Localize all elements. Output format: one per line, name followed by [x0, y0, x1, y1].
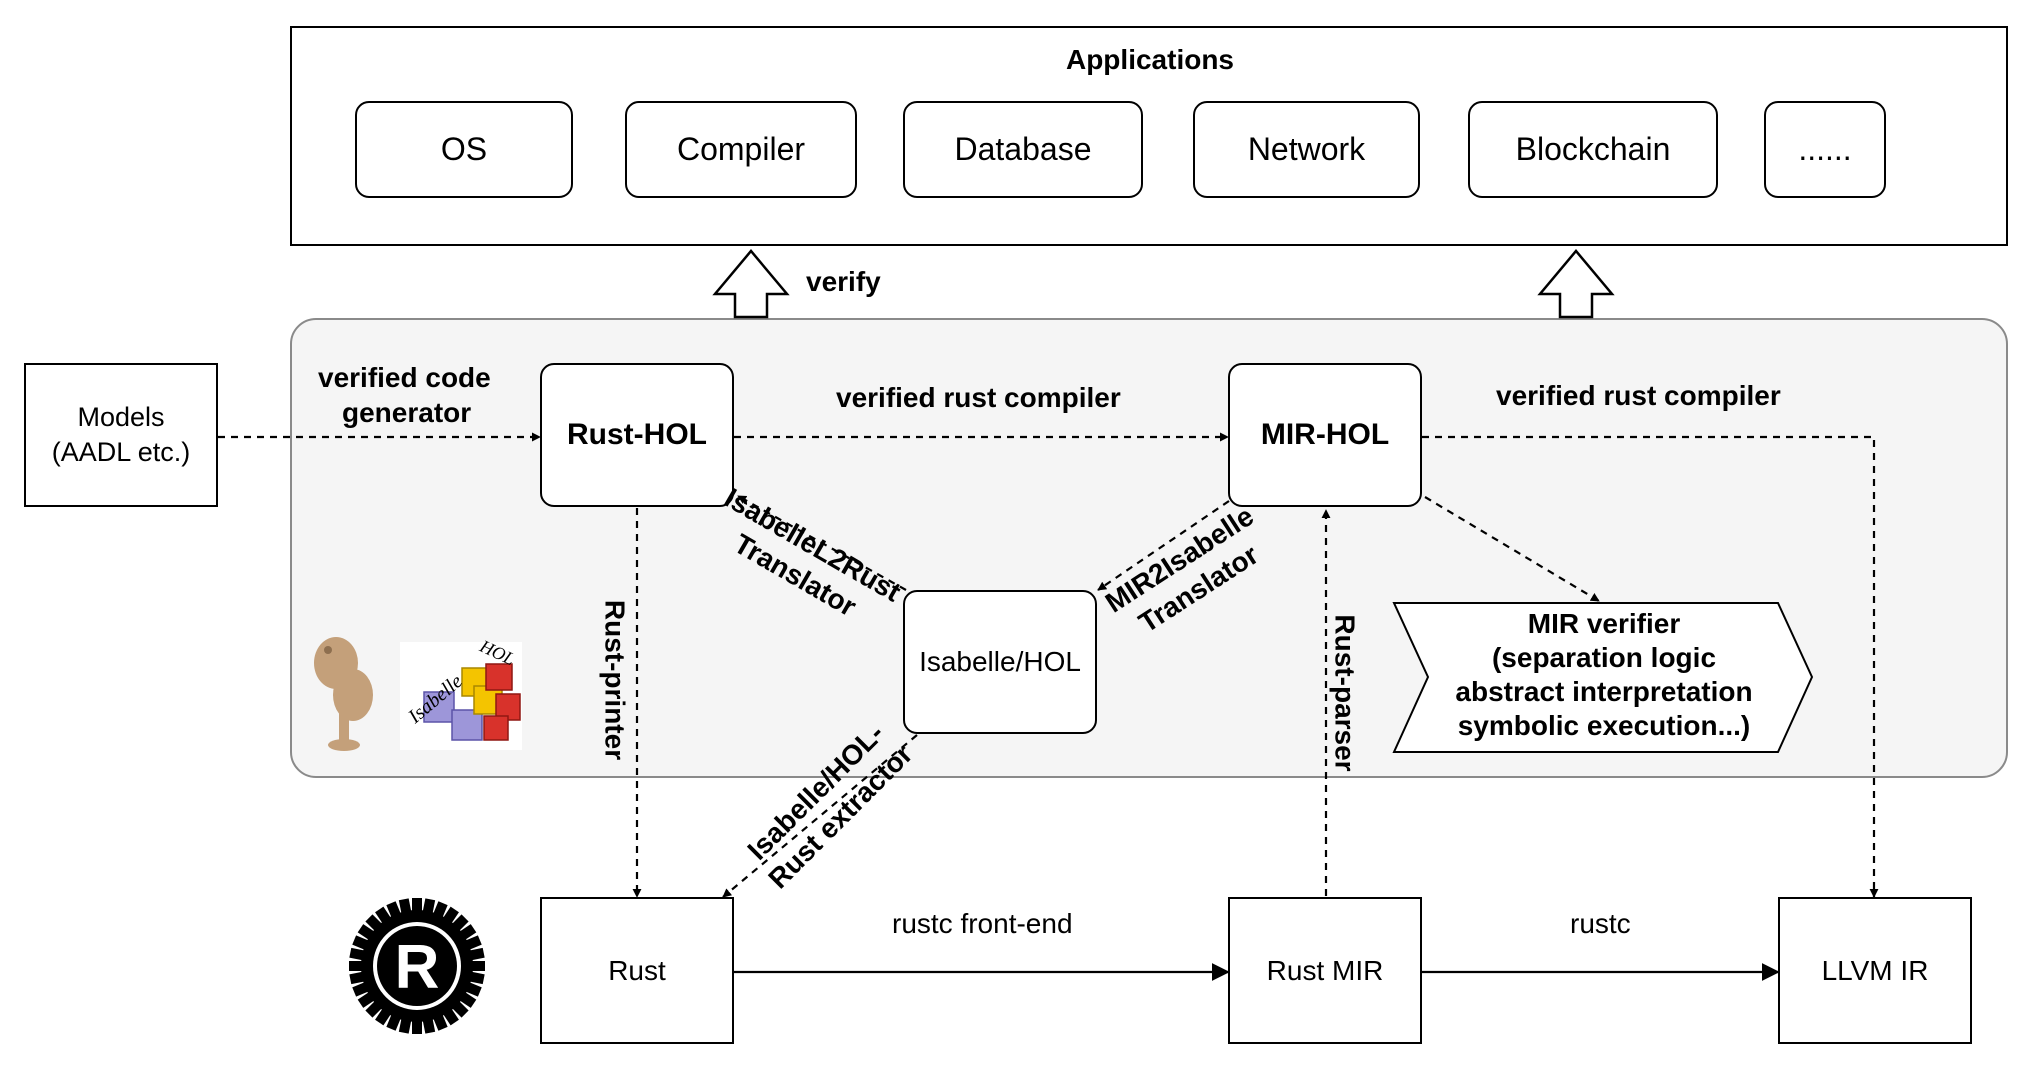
- rust-logo: R: [349, 898, 485, 1034]
- app-database-label: Database: [954, 131, 1092, 167]
- rust-logo-gear-tooth: [450, 914, 469, 933]
- verify-arrow-left: [712, 249, 790, 319]
- edge-label-verified-rust-compiler-1: verified rust compiler: [836, 382, 1121, 413]
- app-more: ......: [1764, 101, 1886, 198]
- mir-verifier-label: MIR verifier (separation logic abstract …: [1412, 607, 1796, 744]
- mir-verifier-line3: abstract interpretation: [1455, 676, 1753, 708]
- node-isabelle-hol: Isabelle/HOL: [903, 590, 1097, 734]
- rust-logo-gear-tooth: [432, 1012, 448, 1031]
- rust-logo-gear-tooth: [386, 1012, 402, 1031]
- rust-logo-gear-tooth: [432, 901, 448, 920]
- rust-logo-gear-tooth: [375, 1006, 393, 1026]
- rust-logo-gear-tooth: [422, 1016, 436, 1034]
- edge-label-verified-rust-compiler-2: verified rust compiler: [1496, 380, 1781, 411]
- rust-logo-gear-tooth: [457, 924, 477, 942]
- app-blockchain-label: Blockchain: [1515, 131, 1671, 167]
- verified-code-generator-label: verified code generator: [318, 360, 491, 430]
- rust-logo-gear-tooth: [441, 906, 459, 926]
- rust-logo-gear-tooth: [386, 901, 402, 920]
- mir-verifier-line1: MIR verifier: [1527, 608, 1681, 639]
- rust-logo-gear-tooth: [412, 898, 422, 914]
- rust-logo-gear-tooth: [398, 1016, 412, 1034]
- verified-code-generator-line2: generator: [342, 397, 472, 428]
- node-rust: Rust: [540, 897, 734, 1044]
- rust-logo-gear-tooth: [365, 999, 384, 1018]
- edge-label-rust-parser: Rust-parser: [1329, 614, 1361, 772]
- edge-label-rustc-front-end: rustc front-end: [892, 908, 1073, 939]
- app-compiler: Compiler: [625, 101, 857, 198]
- rust-logo-gear-tooth: [349, 971, 367, 985]
- node-mir-hol-label: MIR-HOL: [1260, 418, 1390, 451]
- node-rust-label: Rust: [608, 954, 666, 986]
- rust-logo-gear-tooth: [375, 906, 393, 926]
- rust-logo-letter: R: [395, 933, 440, 1002]
- verify-label: verify: [806, 266, 881, 297]
- rust-logo-gear-tooth: [352, 935, 371, 951]
- rust-logo-gear-tooth: [398, 898, 412, 916]
- rust-logo-gear-tooth: [412, 1018, 422, 1034]
- mir-verifier-line4: symbolic execution...): [1457, 710, 1751, 742]
- rust-logo-gear-tooth: [349, 947, 367, 961]
- app-network-label: Network: [1247, 131, 1366, 167]
- app-os-label: OS: [440, 131, 488, 167]
- applications-title: Applications: [1065, 44, 1234, 75]
- rust-logo-gear-tooth: [365, 914, 384, 933]
- app-database: Database: [903, 101, 1143, 198]
- rust-logo-gear-tooth: [357, 990, 377, 1008]
- models-box: Models (AADL etc.): [24, 363, 218, 507]
- node-mir-hol: MIR-HOL: [1228, 363, 1422, 507]
- mir-verifier-line2: (separation logic: [1491, 642, 1717, 674]
- rust-logo-gear-tooth: [467, 947, 485, 961]
- node-rust-hol-label: Rust-HOL: [567, 418, 707, 451]
- app-os: OS: [355, 101, 573, 198]
- rust-logo-gear-tooth: [467, 971, 485, 985]
- rust-logo-gear-tooth: [463, 935, 482, 951]
- verified-code-generator-line1: verified code: [318, 362, 491, 393]
- node-llvm-ir-label: LLVM IR: [1821, 954, 1929, 986]
- node-llvm-ir: LLVM IR: [1778, 897, 1972, 1044]
- models-line2: (AADL etc.): [51, 437, 191, 467]
- rust-logo-gear-tooth: [457, 990, 477, 1008]
- app-compiler-label: Compiler: [676, 131, 806, 167]
- app-blockchain: Blockchain: [1468, 101, 1718, 198]
- models-line1: Models: [77, 401, 165, 432]
- node-rust-hol: Rust-HOL: [540, 363, 734, 507]
- rust-logo-gear-tooth: [422, 898, 436, 916]
- node-rust-mir: Rust MIR: [1228, 897, 1422, 1044]
- node-isabelle-hol-label: Isabelle/HOL: [919, 646, 1081, 677]
- rust-logo-gear-tooth: [349, 961, 365, 971]
- app-network: Network: [1193, 101, 1420, 198]
- rust-logo-gear-tooth: [463, 981, 482, 997]
- node-rust-mir-label: Rust MIR: [1266, 954, 1384, 986]
- rust-logo-gear-tooth: [441, 1006, 459, 1026]
- edge-label-rust-printer: Rust-printer: [599, 599, 631, 761]
- edge-label-rustc: rustc: [1570, 908, 1631, 939]
- rust-logo-gear-tooth: [469, 961, 485, 971]
- app-more-label: ......: [1798, 131, 1852, 167]
- applications-panel: [290, 26, 2008, 246]
- rust-logo-gear-tooth: [450, 999, 469, 1018]
- rust-logo-gear-tooth: [357, 924, 377, 942]
- verify-arrow-right: [1537, 249, 1615, 319]
- rust-logo-gear-tooth: [352, 981, 371, 997]
